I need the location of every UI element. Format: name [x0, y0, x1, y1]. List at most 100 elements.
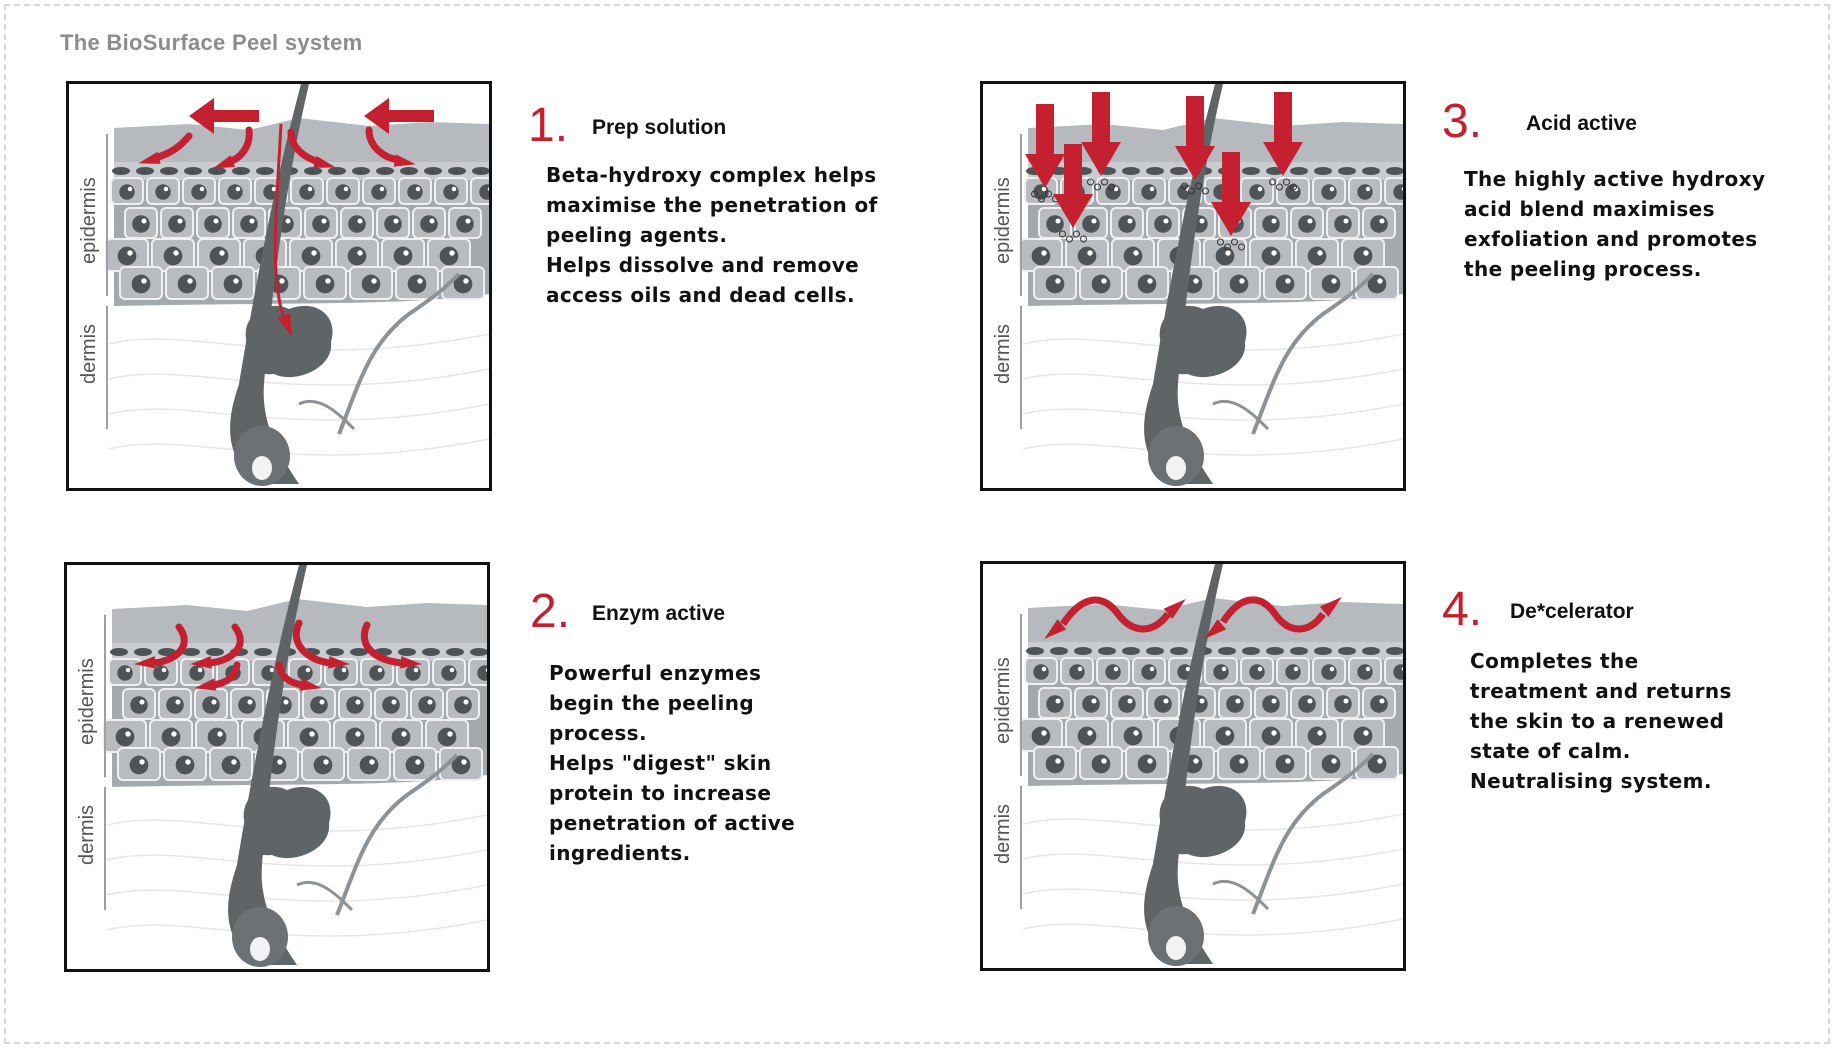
- nucleus-highlight: [379, 186, 385, 192]
- desc-line: the skin to a renewed: [1470, 709, 1725, 733]
- nucleus-highlight: [415, 759, 421, 765]
- cell-nucleus: [1031, 246, 1051, 266]
- nucleus-highlight: [417, 278, 423, 284]
- nucleus-highlight: [1307, 698, 1313, 704]
- desc-line: The highly active hydroxy: [1464, 167, 1766, 191]
- cell-nucleus: [345, 727, 365, 747]
- cell-nucleus: [130, 696, 148, 714]
- cell-nucleus: [1249, 184, 1265, 200]
- desc-line: the peeling process.: [1464, 257, 1702, 281]
- down-arrow: [1081, 92, 1121, 176]
- cell-nucleus: [1370, 695, 1388, 713]
- flat-cell-nucleus: [1338, 167, 1356, 175]
- flat-cell-nucleus: [208, 167, 226, 175]
- nucleus-highlight: [1193, 278, 1199, 284]
- flat-cell-nucleus: [422, 648, 440, 656]
- nucleus-highlight: [233, 278, 239, 284]
- blood-vessel: [1212, 879, 1270, 911]
- nucleus-highlight: [1185, 666, 1191, 672]
- blood-vessel: [1251, 752, 1375, 915]
- nucleus-highlight: [125, 667, 131, 673]
- arrow-head: [1319, 597, 1342, 617]
- cell-nucleus: [1321, 274, 1341, 294]
- nucleus-highlight: [447, 731, 453, 737]
- flat-cell-nucleus: [1218, 647, 1236, 655]
- flat-cell-nucleus: [398, 648, 416, 656]
- nucleus-highlight: [357, 218, 363, 224]
- cell-nucleus: [1213, 664, 1229, 680]
- flat-cell-nucleus: [136, 167, 154, 175]
- cell-band: [1028, 642, 1403, 660]
- curved-arrow: [149, 623, 188, 667]
- flat-cell-nucleus: [1146, 647, 1164, 655]
- cell-nucleus: [1334, 215, 1352, 233]
- hair-shaft: [228, 565, 307, 965]
- dermal-papilla: [250, 937, 270, 961]
- bubble: [1202, 187, 1209, 195]
- nucleus-highlight: [1257, 186, 1263, 192]
- arrow-head: [328, 656, 350, 669]
- desc-line: begin the peeling: [549, 691, 755, 715]
- desc-line: exfoliation and promotes: [1464, 227, 1758, 251]
- flat-cell-nucleus: [1362, 167, 1380, 175]
- bubble: [1031, 190, 1038, 198]
- blood-vessel: [335, 753, 459, 916]
- cell-nucleus: [1261, 246, 1281, 266]
- flat-cell-nucleus: [328, 167, 346, 175]
- cell-nucleus: [1046, 695, 1064, 713]
- cell-nucleus: [479, 184, 489, 200]
- nucleus-highlight: [1271, 218, 1277, 224]
- nucleus-highlight: [1221, 666, 1227, 672]
- nucleus-highlight: [391, 699, 397, 705]
- flat-cell-nucleus: [350, 648, 368, 656]
- cell-nucleus: [299, 184, 315, 200]
- cell-nucleus: [384, 215, 402, 233]
- arrow-head: [299, 678, 322, 691]
- flat-cell-nucleus: [1290, 647, 1308, 655]
- cell-nucleus: [477, 665, 487, 681]
- epidermis-label: epidermis: [992, 177, 1014, 264]
- step-number: 4.: [1442, 583, 1483, 636]
- cell-nucleus: [1118, 695, 1136, 713]
- curved-arrow: [205, 623, 244, 667]
- cell-nucleus: [346, 696, 364, 714]
- cell-nucleus: [1141, 184, 1157, 200]
- cell-nucleus: [1033, 664, 1049, 680]
- arrow-head: [212, 155, 235, 169]
- cell-nucleus: [369, 665, 385, 681]
- flat-cell-nucleus: [326, 648, 344, 656]
- cell-nucleus: [1046, 215, 1064, 233]
- cell-nucleus: [129, 755, 149, 775]
- nucleus-highlight: [1147, 758, 1153, 764]
- nucleus-highlight: [1379, 218, 1385, 224]
- nucleus-highlight: [1365, 666, 1371, 672]
- nucleus-highlight: [1331, 758, 1337, 764]
- cell-nucleus: [439, 246, 459, 266]
- bubble: [1045, 190, 1052, 198]
- cell-nucleus: [1249, 664, 1265, 680]
- step-1: 1. Prep solution Beta-hydroxy complex he…: [528, 102, 928, 362]
- nucleus-highlight: [465, 218, 471, 224]
- bubble: [1217, 238, 1224, 246]
- arrow-head: [190, 656, 212, 669]
- nucleus-highlight: [1041, 730, 1047, 736]
- cell-nucleus: [119, 184, 135, 200]
- desc-line: Helps dissolve and remove: [546, 253, 860, 277]
- cell-nucleus: [1105, 184, 1121, 200]
- cell-band: [112, 643, 487, 661]
- cell-nucleus: [361, 274, 381, 294]
- nucleus-highlight: [139, 699, 145, 705]
- nucleus-highlight: [1127, 218, 1133, 224]
- desc-line: Beta-hydroxy complex helps: [546, 163, 877, 187]
- cell-nucleus: [405, 665, 421, 681]
- nucleus-highlight: [185, 759, 191, 765]
- nucleus-highlight: [1377, 758, 1383, 764]
- cell-nucleus: [238, 696, 256, 714]
- nucleus-highlight: [1101, 278, 1107, 284]
- arrow-head: [138, 151, 161, 164]
- nucleus-highlight: [1055, 218, 1061, 224]
- cell-nucleus: [1370, 215, 1388, 233]
- nucleus-highlight: [1149, 186, 1155, 192]
- bubble: [1101, 178, 1108, 186]
- arrow-head: [1044, 619, 1067, 639]
